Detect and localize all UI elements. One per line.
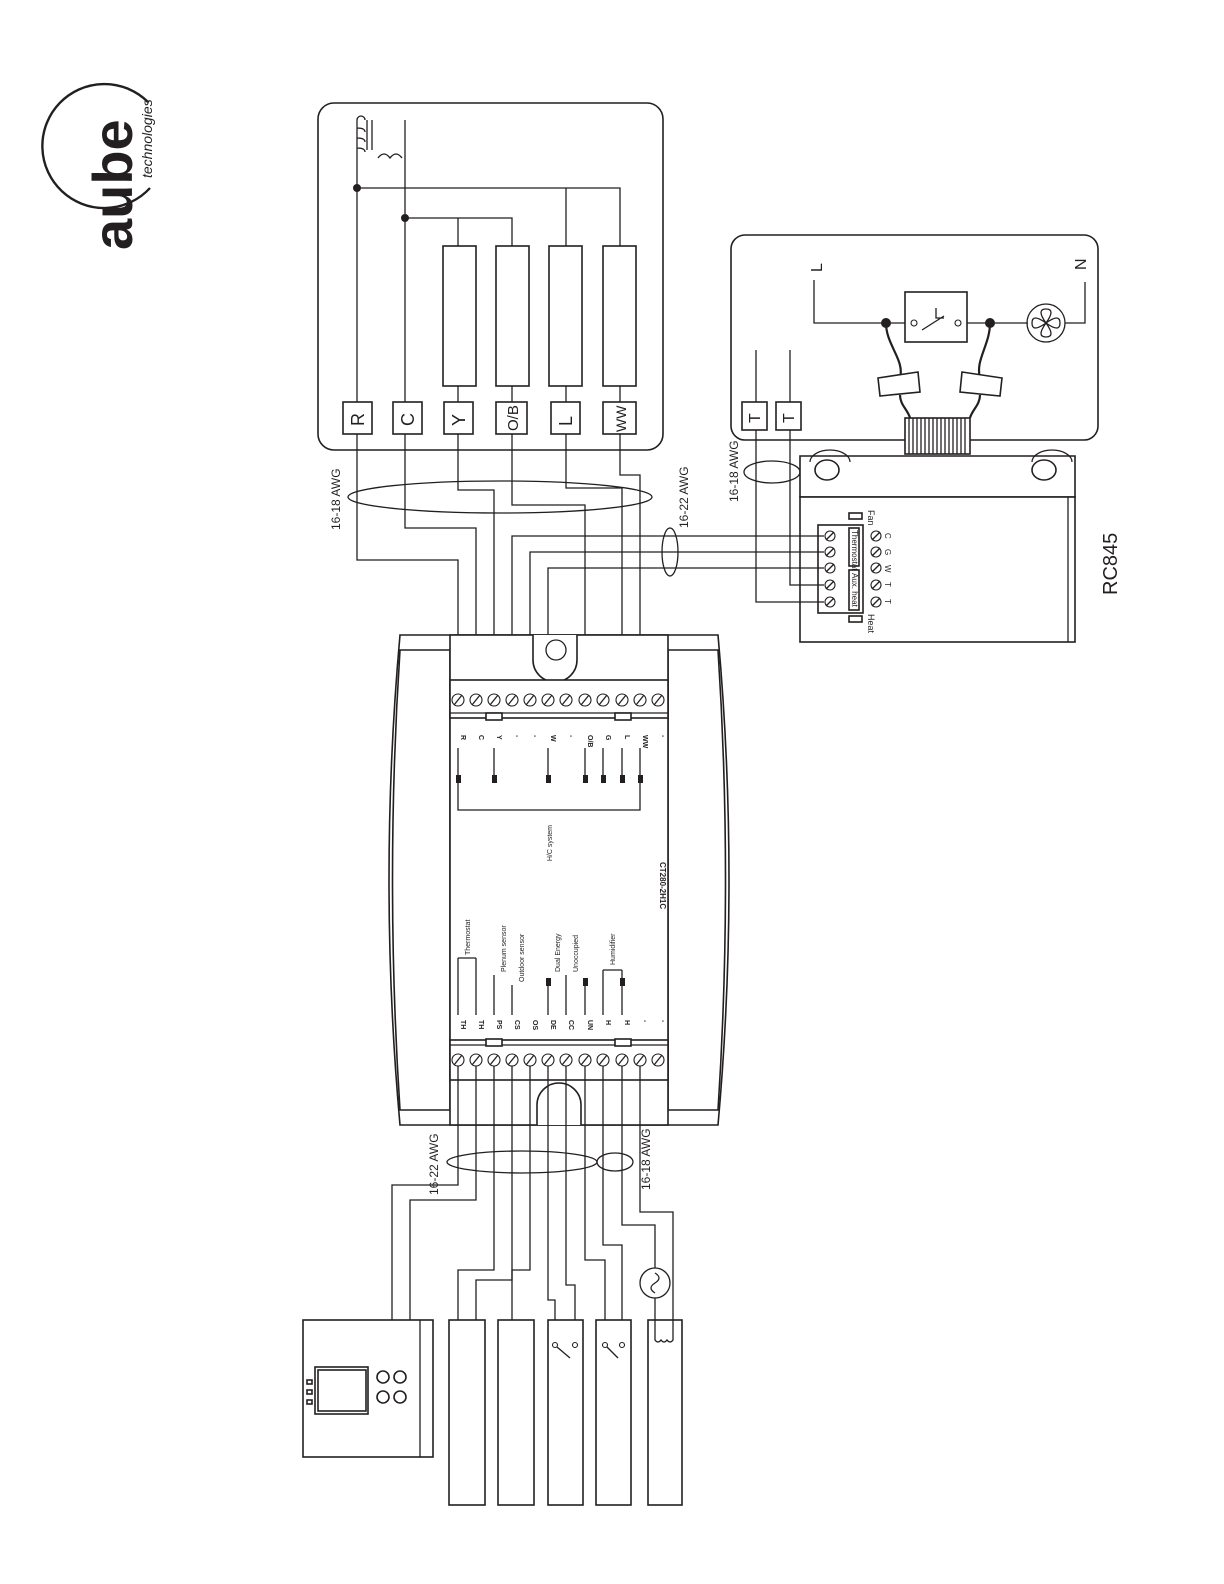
furnace-terminal-ww: WW: [613, 405, 629, 432]
svg-text:PS: PS: [495, 1020, 502, 1030]
label-dual-energy: Dual Energy: [555, 933, 562, 972]
relay-label-thermostat: Thermostat: [850, 530, 859, 571]
svg-text:C: C: [477, 735, 484, 740]
dry-contact-dual-energy: [548, 1320, 583, 1505]
wire-label-top-left: 16-18 AWG: [329, 468, 343, 530]
relay-terminal-t2: T: [781, 413, 798, 423]
relay-neutral-label: N: [1073, 258, 1090, 270]
relay-model: RC845: [1100, 533, 1122, 595]
svg-text:O/B: O/B: [586, 735, 593, 747]
relay-terminal-t1: T: [747, 413, 764, 423]
relay-term-g: G: [883, 549, 892, 555]
relay-line-label: L: [809, 263, 826, 272]
humidifier-coil: [648, 1320, 682, 1505]
relay-term-w: W: [883, 565, 892, 573]
label-unoccupied: Unoccupied: [573, 935, 580, 972]
svg-text:OS: OS: [531, 1020, 538, 1030]
dry-contact-unoccupied: [596, 1320, 631, 1505]
furnace-terminal-r: R: [348, 413, 368, 426]
svg-text:TH: TH: [459, 1020, 466, 1029]
svg-text:CS: CS: [513, 1020, 520, 1030]
ac-source-icon: [640, 1268, 670, 1298]
threaded-nipple: [905, 418, 970, 454]
svg-text:WW: WW: [641, 735, 648, 749]
coil-l: [549, 246, 582, 386]
relay-label-fan: Fan: [866, 510, 876, 526]
controller-group-label: H/C system: [547, 825, 554, 861]
svg-text:Y: Y: [495, 735, 502, 740]
sensor-plenum: [449, 1320, 485, 1505]
wire-label-bottom-right: 16-18 AWG: [639, 1128, 653, 1190]
relay-term-t1: T: [883, 582, 892, 587]
svg-text:G: G: [604, 735, 611, 741]
coil-y: [443, 246, 476, 386]
aube-logo: aube technologies: [42, 84, 155, 250]
svg-text:DE: DE: [549, 1020, 556, 1030]
coil-ww: [603, 246, 636, 386]
label-thermostat: Thermostat: [465, 920, 472, 955]
relay-box: L N T T: [727, 235, 1122, 642]
svg-text:H: H: [623, 1020, 630, 1025]
furnace-terminal-y: Y: [449, 414, 469, 426]
svg-text:TH: TH: [477, 1020, 484, 1029]
controller-model: CT280-2H1C: [658, 862, 667, 909]
svg-text:L: L: [623, 735, 630, 740]
sensor-outdoor: [498, 1320, 534, 1505]
label-humidifier: Humidifier: [610, 933, 617, 965]
relay-label-heat: Heat: [866, 614, 876, 634]
relay-term-t2: T: [883, 599, 892, 604]
svg-text:CC: CC: [567, 1020, 574, 1030]
logo-tagline: technologies: [139, 99, 155, 178]
svg-text:UN: UN: [586, 1020, 593, 1030]
label-plenum-sensor: Plenum sensor: [501, 925, 508, 972]
relay-label-aux-heat: Aux. heat: [850, 573, 859, 608]
logo-brand: aube: [81, 119, 144, 250]
thermostat-device: [303, 1320, 433, 1457]
furnace-terminal-c: C: [398, 413, 418, 426]
furnace-terminal-l: L: [556, 416, 576, 426]
wire-label-relay: 16-18 AWG: [727, 440, 741, 502]
furnace-terminal-ob: O/B: [505, 405, 522, 431]
controller: R C Y - - W - O/B G L WW - H/C system CT…: [389, 635, 729, 1125]
coil-ob: [496, 246, 529, 386]
wire-label-bottom-left: 16-22 AWG: [427, 1133, 441, 1195]
label-outdoor-sensor: Outdoor sensor: [519, 933, 526, 982]
svg-text:H: H: [604, 1020, 611, 1025]
furnace-box: R C Y O/B L WW: [318, 103, 663, 450]
wire-label-top-right: 16-22 AWG: [677, 466, 691, 528]
relay-term-c: C: [883, 533, 892, 539]
svg-text:W: W: [549, 735, 556, 742]
svg-text:R: R: [459, 735, 466, 740]
